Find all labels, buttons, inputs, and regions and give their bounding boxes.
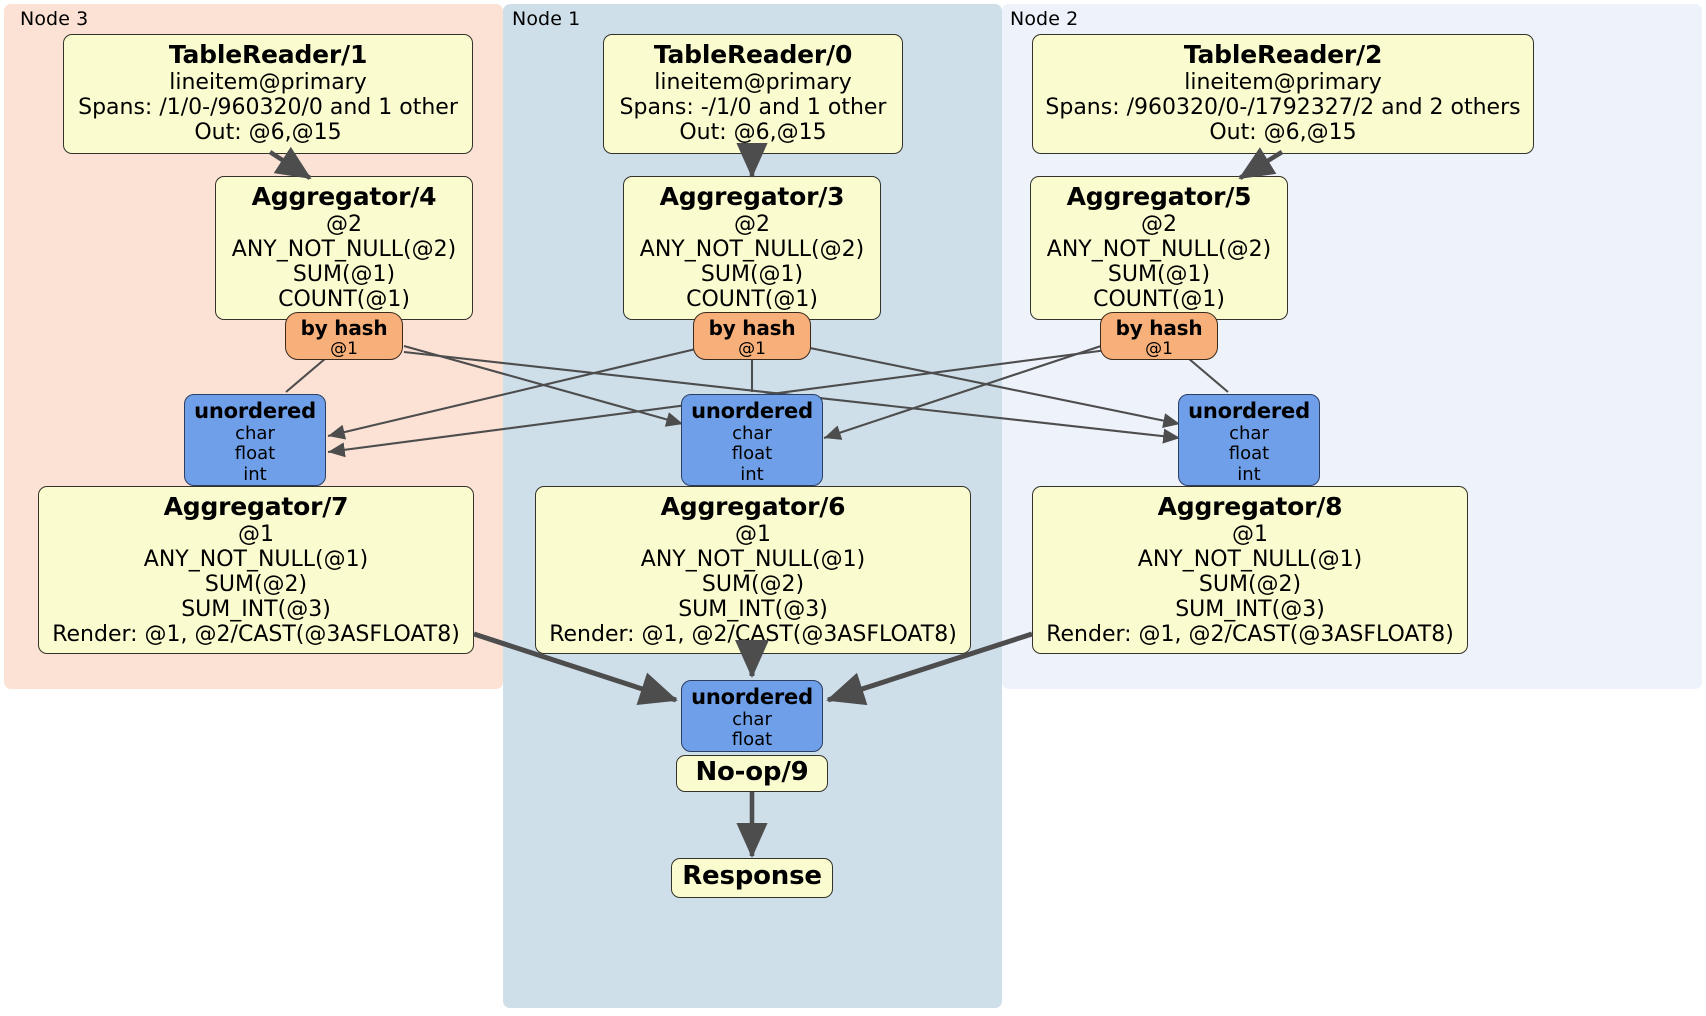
node-aggregator-5[interactable]: Aggregator/5 @2 ANY_NOT_NULL(@2) SUM(@1)… [1030, 176, 1288, 320]
node-panel-label-node1: Node 1 [512, 8, 581, 30]
node-title: Aggregator/7 [163, 492, 349, 521]
router-by-hash-node1[interactable]: by hash @1 [693, 312, 811, 360]
node-line: SUM(@2) [701, 571, 805, 597]
node-panel-label-node3: Node 3 [20, 8, 89, 30]
node-panel-label-node2: Node 2 [1010, 8, 1079, 30]
node-line: @2 [734, 211, 770, 237]
node-line: Out: @6,@15 [1209, 119, 1357, 145]
synchronizer-unordered-final[interactable]: unordered char float [681, 680, 823, 752]
node-render-line: Render: @1, @2/CAST(@3ASFLOAT8) [52, 621, 460, 647]
router-line: @1 [330, 338, 358, 359]
node-line: Out: @6,@15 [679, 119, 827, 145]
sync-title: unordered [691, 685, 813, 709]
node-line: SUM_INT(@3) [181, 596, 331, 622]
synchronizer-unordered-node1[interactable]: unordered char float int [681, 394, 823, 486]
node-response[interactable]: Response [671, 858, 833, 898]
router-by-hash-node2[interactable]: by hash @1 [1100, 312, 1218, 360]
node-line: @1 [238, 521, 274, 547]
node-render-line: Render: @1, @2/CAST(@3ASFLOAT8) [1046, 621, 1454, 647]
sync-type: int [243, 463, 267, 485]
node-title: TableReader/1 [168, 40, 368, 69]
node-aggregator-6[interactable]: Aggregator/6 @1 ANY_NOT_NULL(@1) SUM(@2)… [535, 486, 971, 654]
node-line: SUM(@2) [1198, 571, 1302, 597]
router-title: by hash [708, 316, 796, 340]
node-no-op-9[interactable]: No-op/9 [676, 755, 828, 792]
sync-type: float [1228, 443, 1270, 465]
node-line: lineitem@primary [1184, 69, 1382, 95]
node-line: ANY_NOT_NULL(@2) [639, 236, 865, 262]
node-title: Response [682, 861, 822, 892]
sync-type: char [732, 708, 772, 730]
node-title: Aggregator/3 [659, 182, 845, 211]
node-line: ANY_NOT_NULL(@1) [1137, 546, 1363, 572]
router-line: @1 [738, 338, 766, 359]
node-line: SUM(@1) [700, 261, 804, 287]
sync-type: char [1229, 422, 1269, 444]
node-title: Aggregator/6 [660, 492, 846, 521]
node-title: Aggregator/4 [251, 182, 437, 211]
sync-title: unordered [691, 399, 813, 423]
sync-type: char [732, 422, 772, 444]
sync-type: float [731, 729, 773, 751]
node-aggregator-3[interactable]: Aggregator/3 @2 ANY_NOT_NULL(@2) SUM(@1)… [623, 176, 881, 320]
node-aggregator-4[interactable]: Aggregator/4 @2 ANY_NOT_NULL(@2) SUM(@1)… [215, 176, 473, 320]
router-line: @1 [1145, 338, 1173, 359]
node-title: Aggregator/5 [1066, 182, 1252, 211]
node-table-reader-1[interactable]: TableReader/1 lineitem@primary Spans: /1… [63, 34, 473, 154]
synchronizer-unordered-node3[interactable]: unordered char float int [184, 394, 326, 486]
sync-type: int [740, 463, 764, 485]
node-line: ANY_NOT_NULL(@1) [143, 546, 369, 572]
sync-type: float [731, 443, 773, 465]
node-title: TableReader/0 [653, 40, 853, 69]
sync-type: char [235, 422, 275, 444]
node-line: lineitem@primary [169, 69, 367, 95]
node-title: Aggregator/8 [1157, 492, 1343, 521]
node-line: SUM_INT(@3) [1175, 596, 1325, 622]
sync-title: unordered [194, 399, 316, 423]
node-line: ANY_NOT_NULL(@2) [1046, 236, 1272, 262]
sync-type: float [234, 443, 276, 465]
node-line: COUNT(@1) [278, 286, 410, 312]
node-line: Spans: /960320/0-/1792327/2 and 2 others [1045, 94, 1521, 120]
node-line: SUM(@2) [204, 571, 308, 597]
router-by-hash-node3[interactable]: by hash @1 [285, 312, 403, 360]
node-title: TableReader/2 [1183, 40, 1383, 69]
node-line: Out: @6,@15 [194, 119, 342, 145]
node-line: SUM(@1) [292, 261, 396, 287]
node-title: No-op/9 [695, 756, 809, 787]
node-aggregator-8[interactable]: Aggregator/8 @1 ANY_NOT_NULL(@1) SUM(@2)… [1032, 486, 1468, 654]
router-title: by hash [300, 316, 388, 340]
node-line: @2 [1141, 211, 1177, 237]
synchronizer-unordered-node2[interactable]: unordered char float int [1178, 394, 1320, 486]
node-render-line: Render: @1, @2/CAST(@3ASFLOAT8) [549, 621, 957, 647]
sync-type: int [1237, 463, 1261, 485]
node-line: COUNT(@1) [1093, 286, 1225, 312]
node-line: Spans: /1/0-/960320/0 and 1 other [78, 94, 458, 120]
node-line: SUM(@1) [1107, 261, 1211, 287]
node-line: SUM_INT(@3) [678, 596, 828, 622]
node-line: @1 [1232, 521, 1268, 547]
node-table-reader-2[interactable]: TableReader/2 lineitem@primary Spans: /9… [1032, 34, 1534, 154]
node-aggregator-7[interactable]: Aggregator/7 @1 ANY_NOT_NULL(@1) SUM(@2)… [38, 486, 474, 654]
router-title: by hash [1115, 316, 1203, 340]
node-table-reader-0[interactable]: TableReader/0 lineitem@primary Spans: -/… [603, 34, 903, 154]
node-line: ANY_NOT_NULL(@1) [640, 546, 866, 572]
node-line: Spans: -/1/0 and 1 other [619, 94, 887, 120]
node-line: @1 [735, 521, 771, 547]
node-line: ANY_NOT_NULL(@2) [231, 236, 457, 262]
node-line: lineitem@primary [654, 69, 852, 95]
node-line: @2 [326, 211, 362, 237]
node-line: COUNT(@1) [686, 286, 818, 312]
sync-title: unordered [1188, 399, 1310, 423]
